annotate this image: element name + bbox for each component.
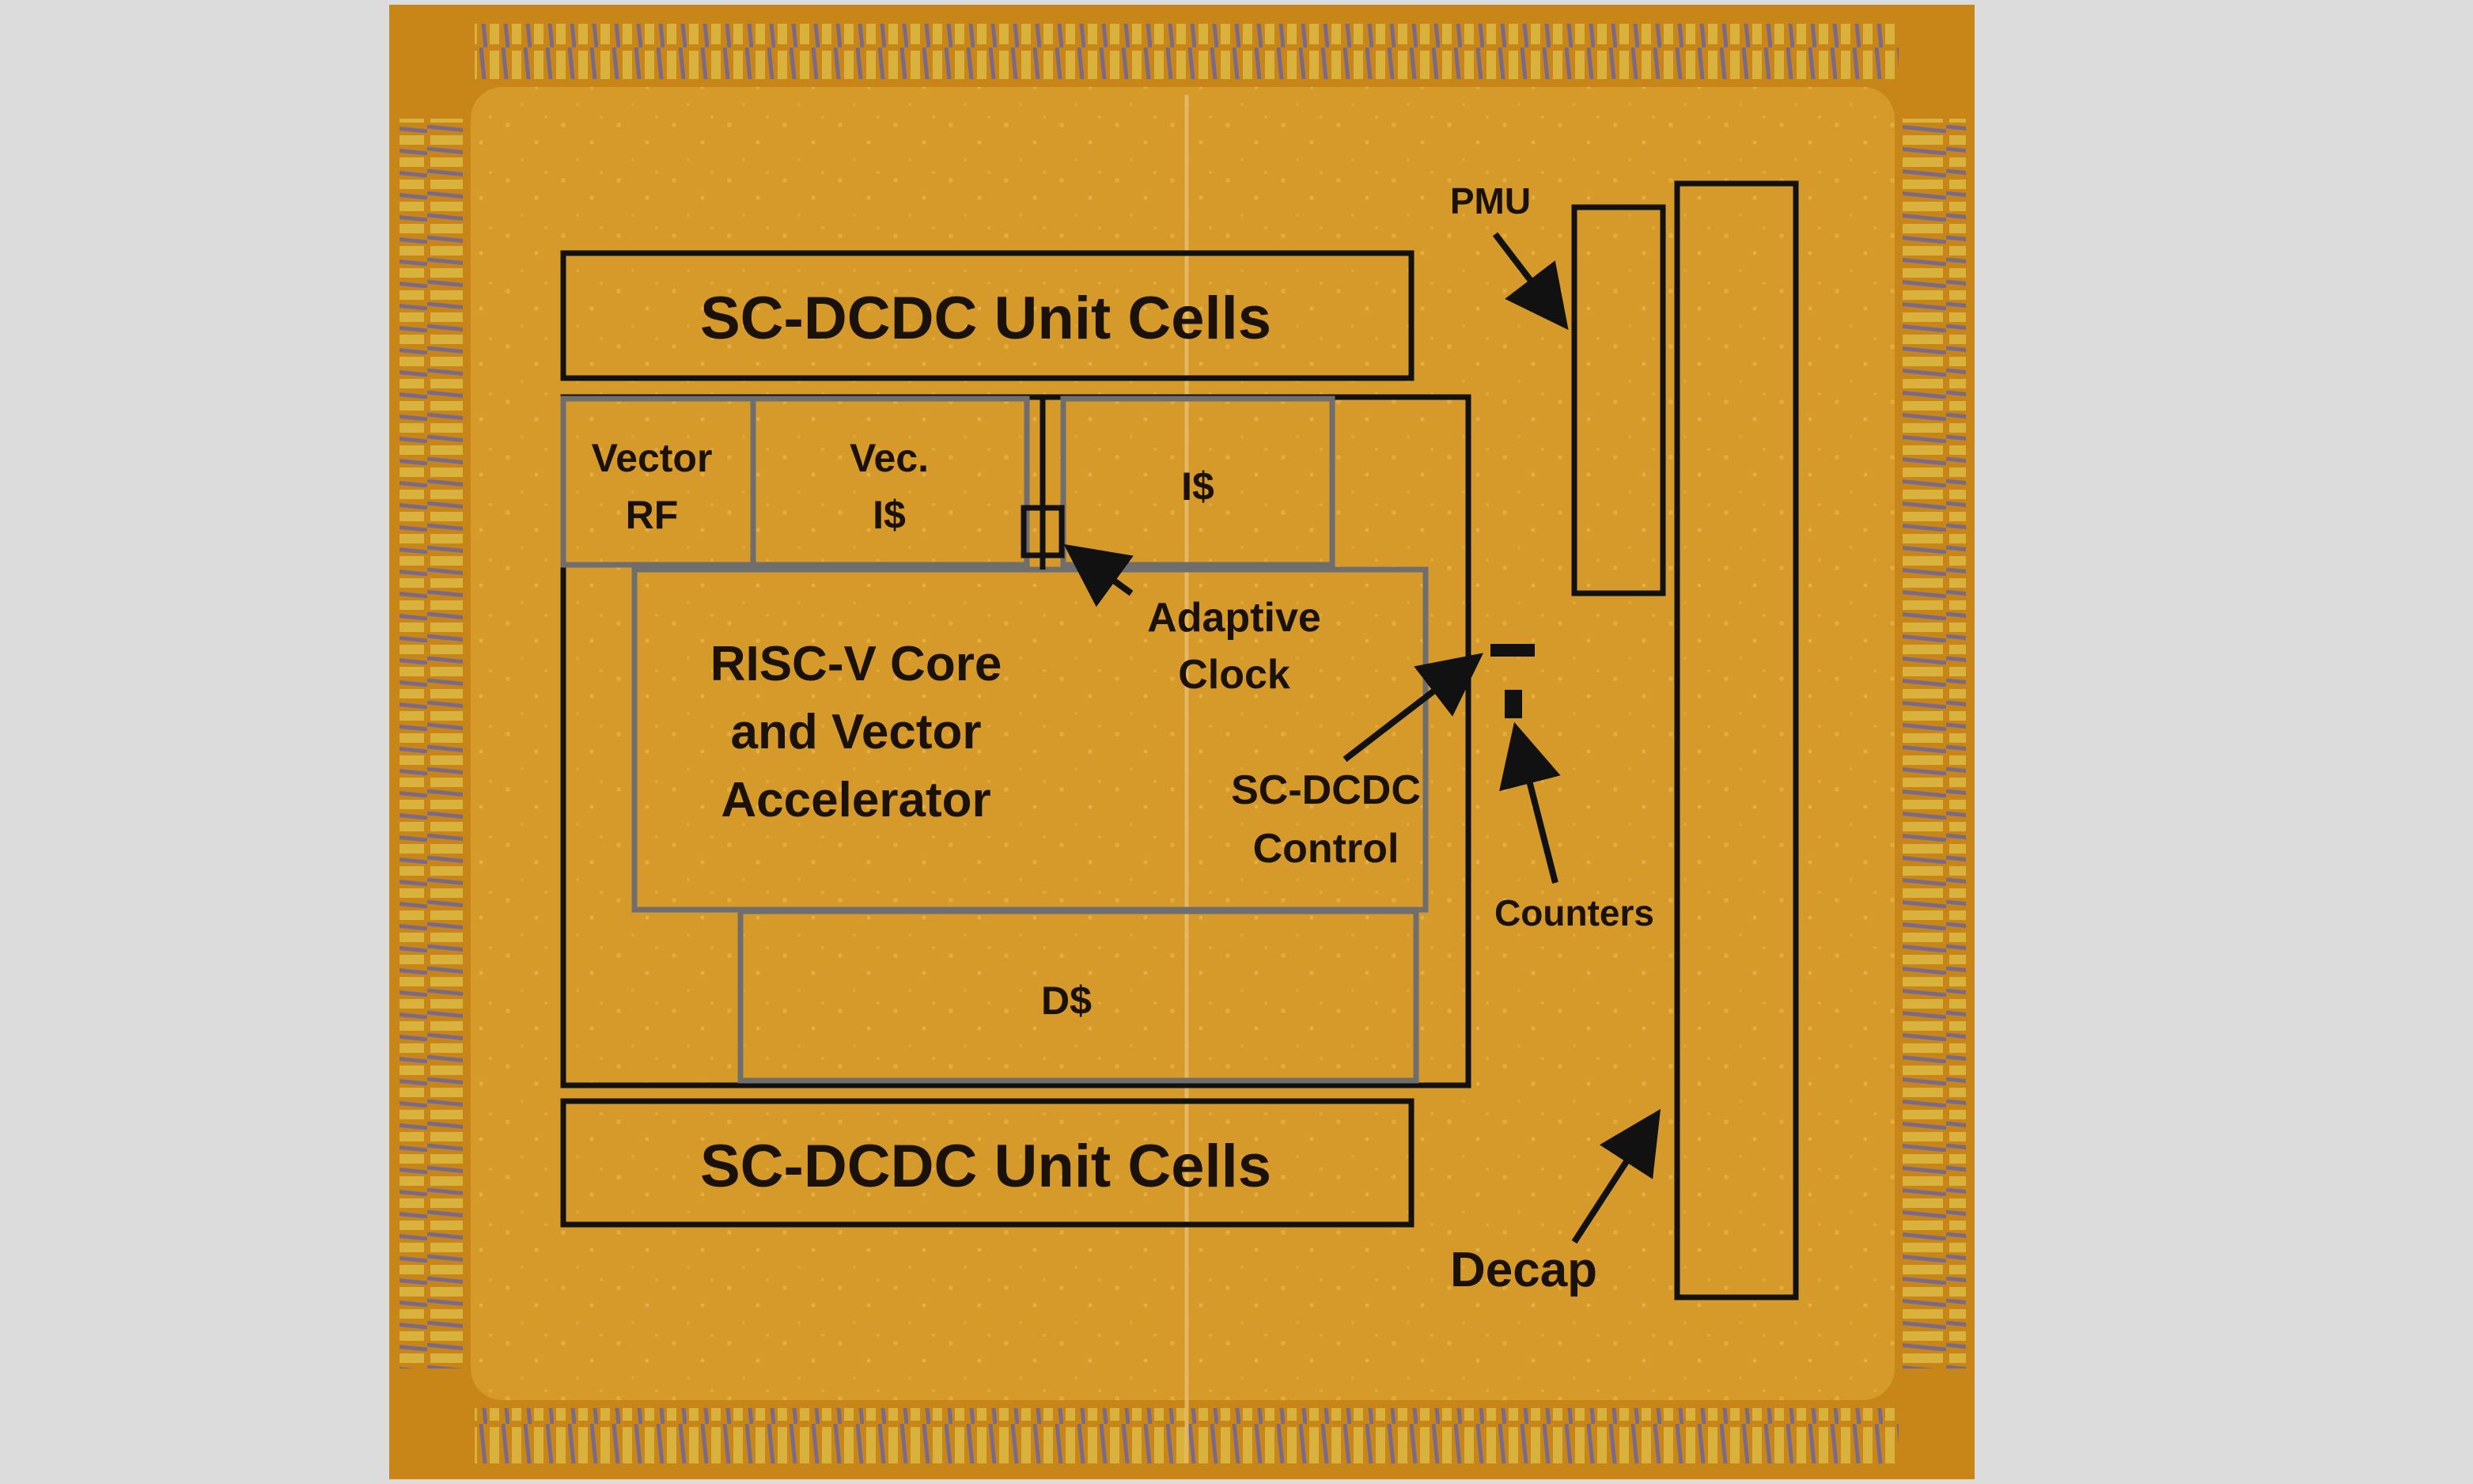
pad-ring-top bbox=[475, 24, 1899, 79]
pad-ring-right bbox=[1903, 119, 1966, 1369]
adaptive-clock-label-line2: Clock bbox=[1178, 652, 1290, 698]
icache-label: I$ bbox=[1181, 464, 1214, 509]
counters-label: Counters bbox=[1494, 892, 1654, 933]
vec-icache-label-line1: Vec. bbox=[850, 436, 929, 480]
die-core-texture bbox=[471, 87, 1895, 1400]
sc-dcdc-control-block bbox=[1490, 644, 1535, 657]
core-label-line3: Accelerator bbox=[721, 773, 990, 827]
vec-icache-label-line2: I$ bbox=[873, 493, 906, 537]
vector-rf-label-line1: Vector bbox=[592, 436, 713, 480]
decap-label: Decap bbox=[1450, 1243, 1597, 1297]
counters-block bbox=[1505, 690, 1522, 718]
sc-dcdc-control-label-line2: Control bbox=[1253, 826, 1399, 872]
sc-dcdc-bottom-label: SC-DCDC Unit Cells bbox=[700, 1133, 1271, 1200]
sc-dcdc-top-label: SC-DCDC Unit Cells bbox=[700, 285, 1271, 352]
dcache-label: D$ bbox=[1041, 979, 1092, 1023]
pmu-label: PMU bbox=[1450, 180, 1531, 221]
vector-rf-label-line2: RF bbox=[626, 493, 679, 537]
core-label-line2: and Vector bbox=[731, 705, 982, 759]
core-label-line1: RISC-V Core bbox=[710, 637, 1002, 691]
sc-dcdc-control-label-line1: SC-DCDC bbox=[1231, 767, 1421, 813]
pad-ring-left bbox=[400, 119, 463, 1369]
adaptive-clock-label-line1: Adaptive bbox=[1147, 595, 1321, 641]
